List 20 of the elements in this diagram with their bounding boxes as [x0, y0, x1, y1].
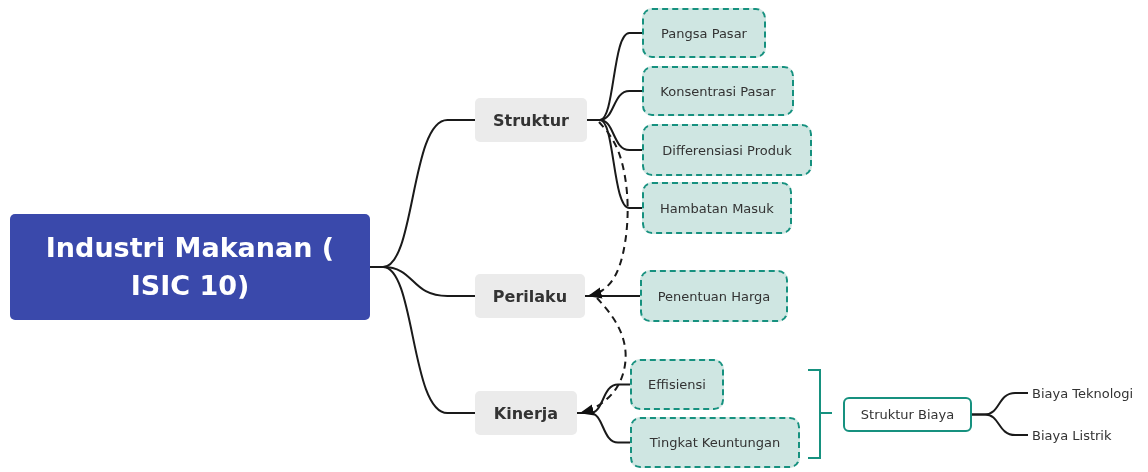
- dashed-arrow: [579, 297, 627, 416]
- branch-label: Biaya Teknologi: [1032, 382, 1148, 404]
- branch-box: Kinerja: [475, 391, 577, 435]
- subtopic-box: Pangsa Pasar: [642, 8, 766, 58]
- connector-line: [369, 266, 476, 414]
- branch-box: Perilaku: [475, 274, 585, 318]
- topic-box: Industri Makanan ( ISIC 10): [10, 214, 370, 320]
- subtopic-box: Differensiasi Produk: [642, 124, 812, 176]
- branch-label: Biaya Listrik: [1032, 424, 1132, 446]
- connector-line: [584, 295, 641, 297]
- connector-line: [586, 119, 643, 209]
- subtopic-box: Hambatan Masuk: [642, 182, 792, 234]
- subtopic-box: Effisiensi: [630, 359, 724, 410]
- subtopic-box: Tingkat Keuntungan: [630, 417, 800, 468]
- subtopic-box: Konsentrasi Pasar: [642, 66, 794, 116]
- subtopic-box: Penentuan Harga: [640, 270, 788, 322]
- branch-box: Struktur: [475, 98, 587, 142]
- dashed-arrow: [587, 121, 629, 299]
- connector-line: [971, 413, 1029, 436]
- summary-box: Struktur Biaya: [843, 397, 972, 432]
